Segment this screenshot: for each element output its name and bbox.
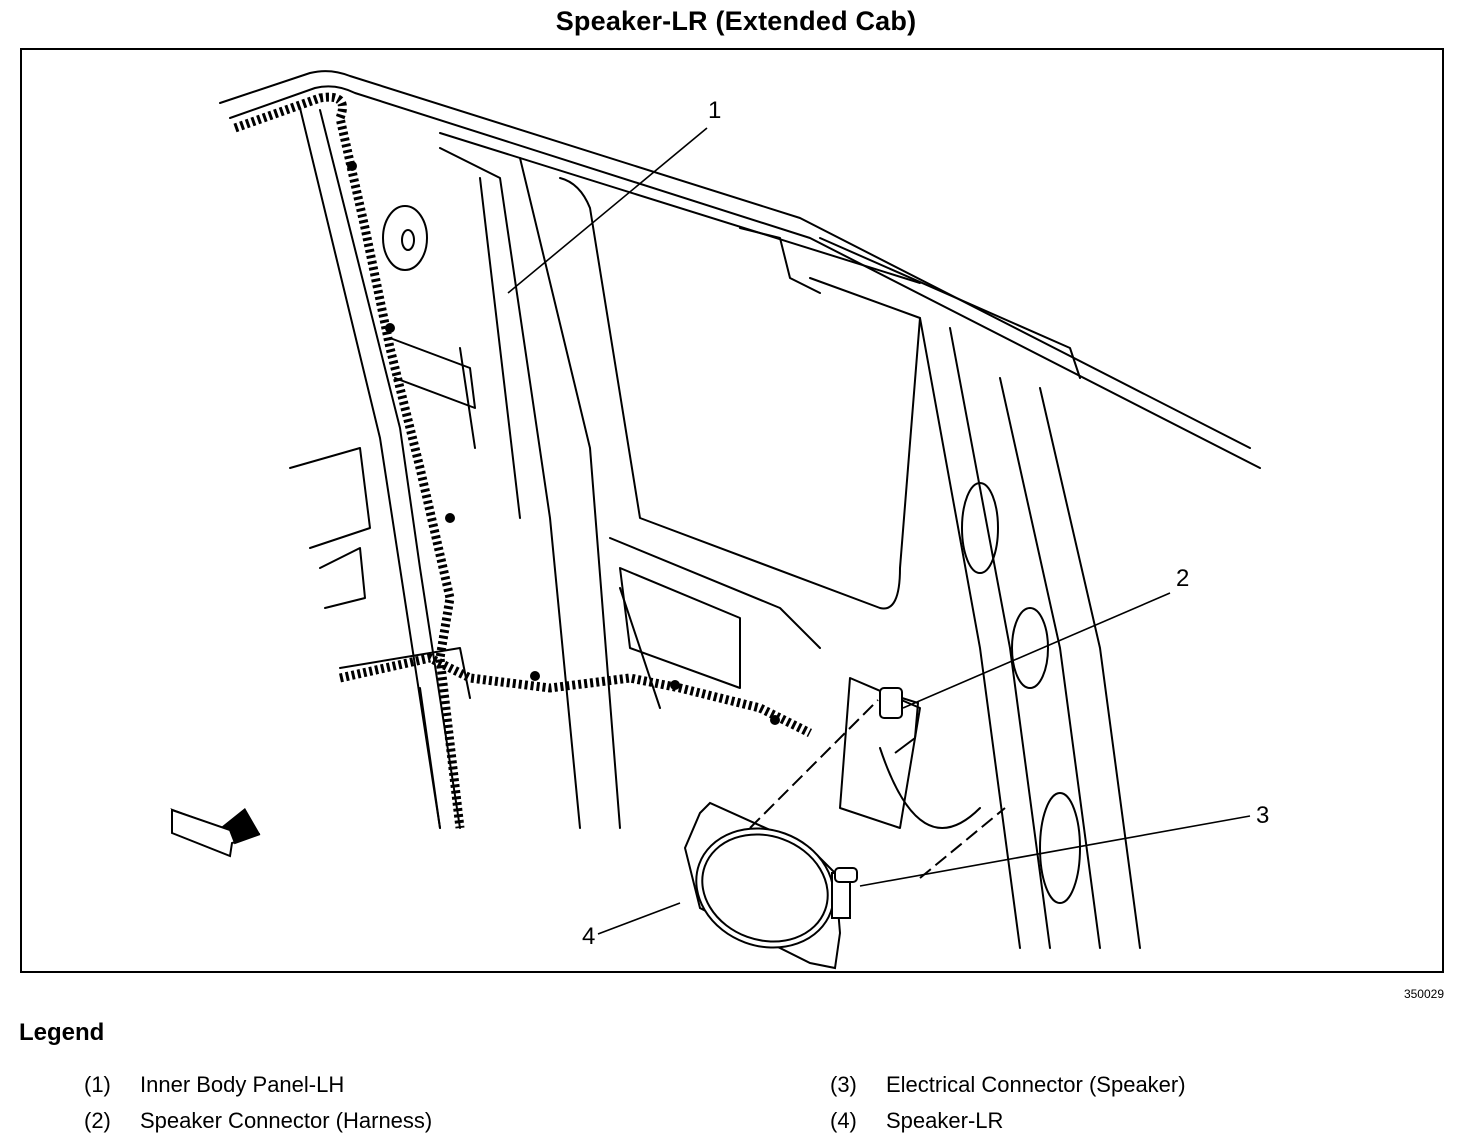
legend-item-text: Electrical Connector (Speaker) (886, 1072, 1186, 1097)
legend-item: (2) Speaker Connector (Harness) (84, 1108, 432, 1134)
speaker-connector-harness (879, 687, 920, 754)
leader-line-3 (859, 815, 1251, 887)
legend-item-text: Speaker Connector (Harness) (140, 1108, 433, 1133)
legend-item-number: (2) (84, 1108, 111, 1133)
legend-item: (4) Speaker-LR (830, 1108, 1003, 1134)
rear-window-opening (559, 177, 921, 610)
illustration-frame (20, 48, 1444, 973)
legend-item: (1) Inner Body Panel-LH (84, 1072, 344, 1098)
legend-item: (3) Electrical Connector (Speaker) (830, 1072, 1186, 1098)
rear-pillar (919, 317, 1021, 949)
callout-4: 4 (582, 923, 595, 950)
legend-item-text: Inner Body Panel-LH (140, 1072, 345, 1097)
legend-item-number: (4) (830, 1108, 857, 1133)
inner-body-panel (439, 147, 581, 829)
roof-rail (219, 70, 1251, 449)
figure-number: 350029 (1403, 987, 1444, 1001)
speaker-lr (683, 801, 858, 970)
legend-heading: Legend (19, 1019, 105, 1046)
legend-item-number: (3) (830, 1072, 857, 1097)
leader-line-4 (597, 902, 681, 935)
illustration: 1 2 3 4 (170, 70, 1269, 970)
front-of-vehicle-arrow-icon (170, 808, 261, 858)
callout-1: 1 (708, 97, 721, 124)
callout-3: 3 (1256, 802, 1269, 829)
b-pillar (299, 107, 441, 829)
leader-line-1 (507, 127, 708, 294)
leader-line-2 (902, 592, 1171, 709)
legend-item-text: Speaker-LR (886, 1108, 1004, 1133)
wiring-harness (233, 92, 465, 829)
diagram-title: Speaker-LR (Extended Cab) (555, 6, 917, 36)
legend-item-number: (1) (84, 1072, 111, 1097)
callout-2: 2 (1176, 565, 1189, 592)
